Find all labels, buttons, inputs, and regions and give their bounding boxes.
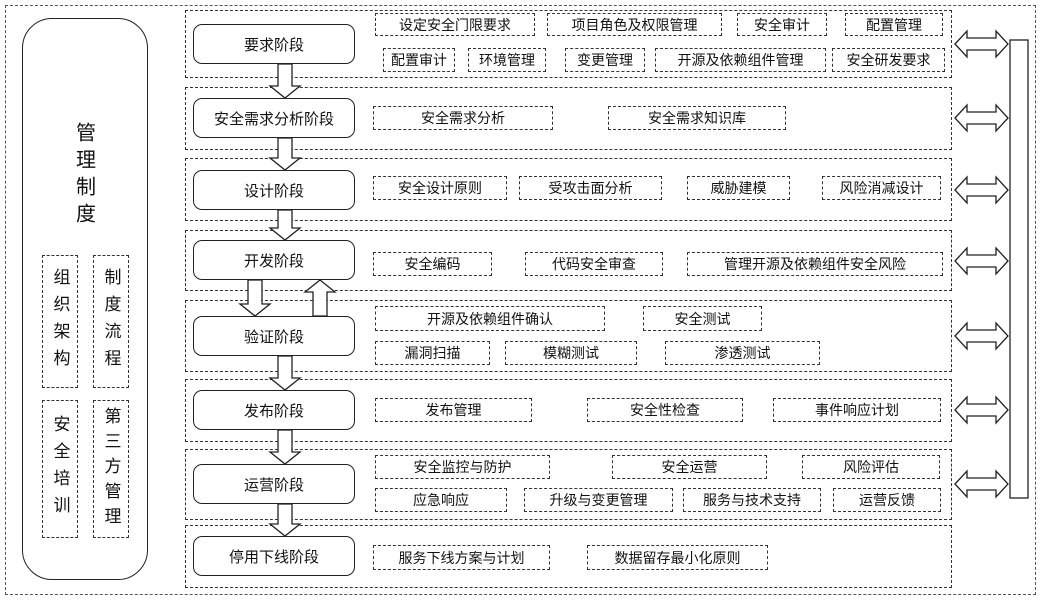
stage-operations: 运营阶段 — [193, 464, 355, 504]
practice-item: 数据留存最小化原则 — [587, 545, 768, 570]
stage-release: 发布阶段 — [193, 390, 355, 430]
stage-row-frame — [185, 449, 952, 520]
practice-item: 安全监控与防护 — [375, 455, 550, 479]
practice-item: 开源及依赖组件管理 — [655, 48, 826, 72]
stage-row-frame — [185, 230, 952, 291]
management-panel-frame — [22, 18, 148, 580]
practice-item: 安全运营 — [612, 455, 767, 479]
stage-row-frame — [185, 300, 952, 372]
practice-item: 风险消减设计 — [822, 176, 941, 200]
practice-item: 升级与变更管理 — [524, 488, 673, 512]
third-party-management-label: 第三方管理 — [100, 406, 121, 532]
practice-item: 应急响应 — [375, 488, 507, 512]
security-training-label: 安全培训 — [49, 415, 70, 523]
practice-item: 管理开源及依赖组件安全风险 — [687, 252, 943, 276]
practice-item: 配置管理 — [845, 13, 943, 36]
practice-item: 服务下线方案与计划 — [373, 545, 550, 570]
practice-item: 项目角色及权限管理 — [547, 13, 722, 36]
management-title-wrap: 管理制度 — [22, 122, 148, 230]
practice-item: 安全需求知识库 — [608, 106, 786, 130]
practice-item: 环境管理 — [468, 48, 546, 72]
stage-decommission: 停用下线阶段 — [193, 536, 355, 576]
org-structure-box: 组织架构 — [42, 255, 78, 388]
management-title: 管理制度 — [72, 122, 97, 230]
practice-item: 运营反馈 — [833, 488, 941, 512]
practice-item: 服务与技术支持 — [683, 488, 821, 512]
practice-item: 安全研发要求 — [832, 48, 945, 72]
policy-process-label: 制度流程 — [100, 267, 121, 376]
practice-item: 受攻击面分析 — [519, 176, 662, 200]
stage-verification: 验证阶段 — [193, 316, 355, 356]
practice-item: 模糊测试 — [505, 341, 637, 365]
practice-item: 渗透测试 — [665, 341, 820, 365]
org-structure-label: 组织架构 — [49, 267, 70, 376]
stage-row-frame — [185, 525, 952, 588]
stage-row-frame — [185, 87, 952, 150]
practice-item: 安全审计 — [737, 13, 827, 36]
practice-item: 变更管理 — [565, 48, 645, 72]
practice-item: 安全设计原则 — [373, 176, 507, 200]
practice-item: 安全编码 — [373, 252, 492, 276]
third-party-management-box: 第三方管理 — [93, 400, 129, 538]
security-training-box: 安全培训 — [42, 400, 78, 538]
practice-item: 安全测试 — [643, 306, 762, 331]
practice-item: 风险评估 — [802, 455, 940, 479]
stage-design: 设计阶段 — [193, 170, 355, 210]
stage-security-requirements-analysis: 安全需求分析阶段 — [193, 98, 355, 138]
outer-frame — [5, 5, 1036, 595]
practice-item: 漏洞扫描 — [375, 341, 490, 365]
practice-item: 代码安全审查 — [525, 252, 663, 276]
practice-item: 开源及依赖组件确认 — [375, 306, 605, 331]
policy-process-box: 制度流程 — [93, 255, 129, 388]
practice-item: 发布管理 — [375, 398, 532, 422]
practice-item: 设定安全门限要求 — [375, 13, 535, 36]
practice-item: 事件响应计划 — [773, 398, 941, 422]
practice-item: 安全需求分析 — [373, 106, 553, 130]
stage-row-frame — [185, 379, 952, 442]
practice-item: 配置审计 — [383, 48, 455, 72]
stage-row-frame — [185, 158, 952, 221]
stage-requirements: 要求阶段 — [193, 24, 355, 64]
stage-row-frame — [185, 10, 952, 78]
practice-item: 安全性检查 — [587, 398, 743, 422]
practice-item: 威胁建模 — [687, 176, 790, 200]
stage-development: 开发阶段 — [193, 240, 355, 280]
